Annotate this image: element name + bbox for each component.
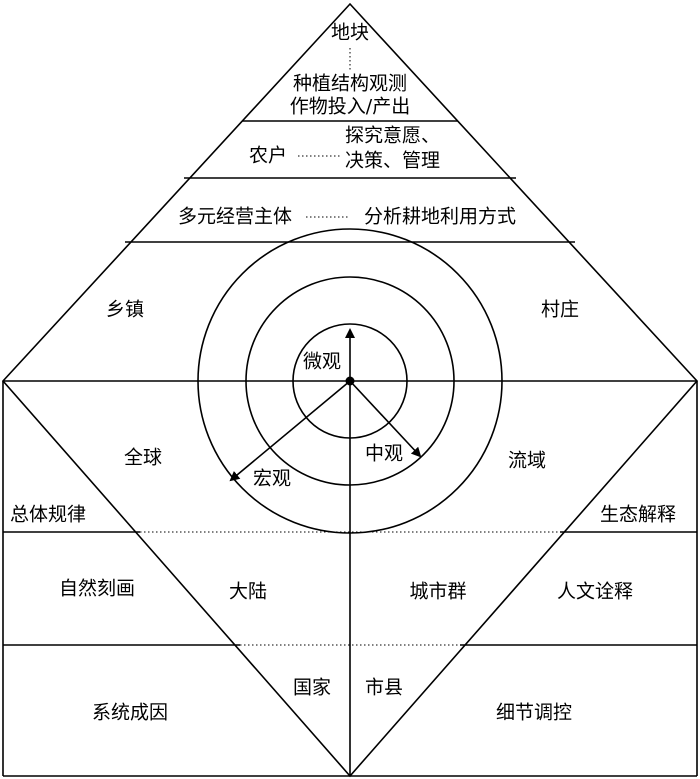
label-detail-regulation: 细节调控 xyxy=(496,702,572,724)
label-general-law: 总体规律 xyxy=(10,504,86,526)
label-city-county: 市县 xyxy=(365,677,403,699)
circle-meso xyxy=(245,276,455,486)
label-systematic-cause: 系统成因 xyxy=(92,702,168,724)
label-township: 乡镇 xyxy=(106,299,144,321)
circle-macro xyxy=(197,228,503,534)
label-eco-interpretation: 生态解释 xyxy=(600,504,676,526)
label-basin: 流域 xyxy=(508,450,546,472)
label-global: 全球 xyxy=(124,447,162,469)
label-plot-detail-2: 作物投入/产出 xyxy=(290,96,410,118)
arrow-meso xyxy=(349,380,422,458)
label-plot: 地块 xyxy=(331,22,369,44)
label-urban-agglomeration: 城市群 xyxy=(409,581,466,603)
circle-micro xyxy=(292,323,408,439)
label-plot-detail-1: 种植结构观测 xyxy=(293,73,407,95)
label-meso: 中观 xyxy=(365,443,403,465)
label-humanistic-interpretation: 人文诠释 xyxy=(557,581,633,603)
label-natural-depiction: 自然刻画 xyxy=(59,578,135,600)
label-continent: 大陆 xyxy=(229,581,267,603)
label-farmer-detail-2: 决策、管理 xyxy=(345,150,440,172)
label-entity-detail: 分析耕地利用方式 xyxy=(364,206,516,228)
arrow-macro xyxy=(229,380,351,482)
label-entity: 多元经营主体 xyxy=(178,206,292,228)
label-country: 国家 xyxy=(293,677,331,699)
label-micro: 微观 xyxy=(303,351,341,373)
label-farmer-detail-1: 探究意愿、 xyxy=(345,125,440,147)
label-village: 村庄 xyxy=(541,299,579,321)
label-macro: 宏观 xyxy=(253,468,291,490)
label-farmer: 农户 xyxy=(249,145,287,167)
